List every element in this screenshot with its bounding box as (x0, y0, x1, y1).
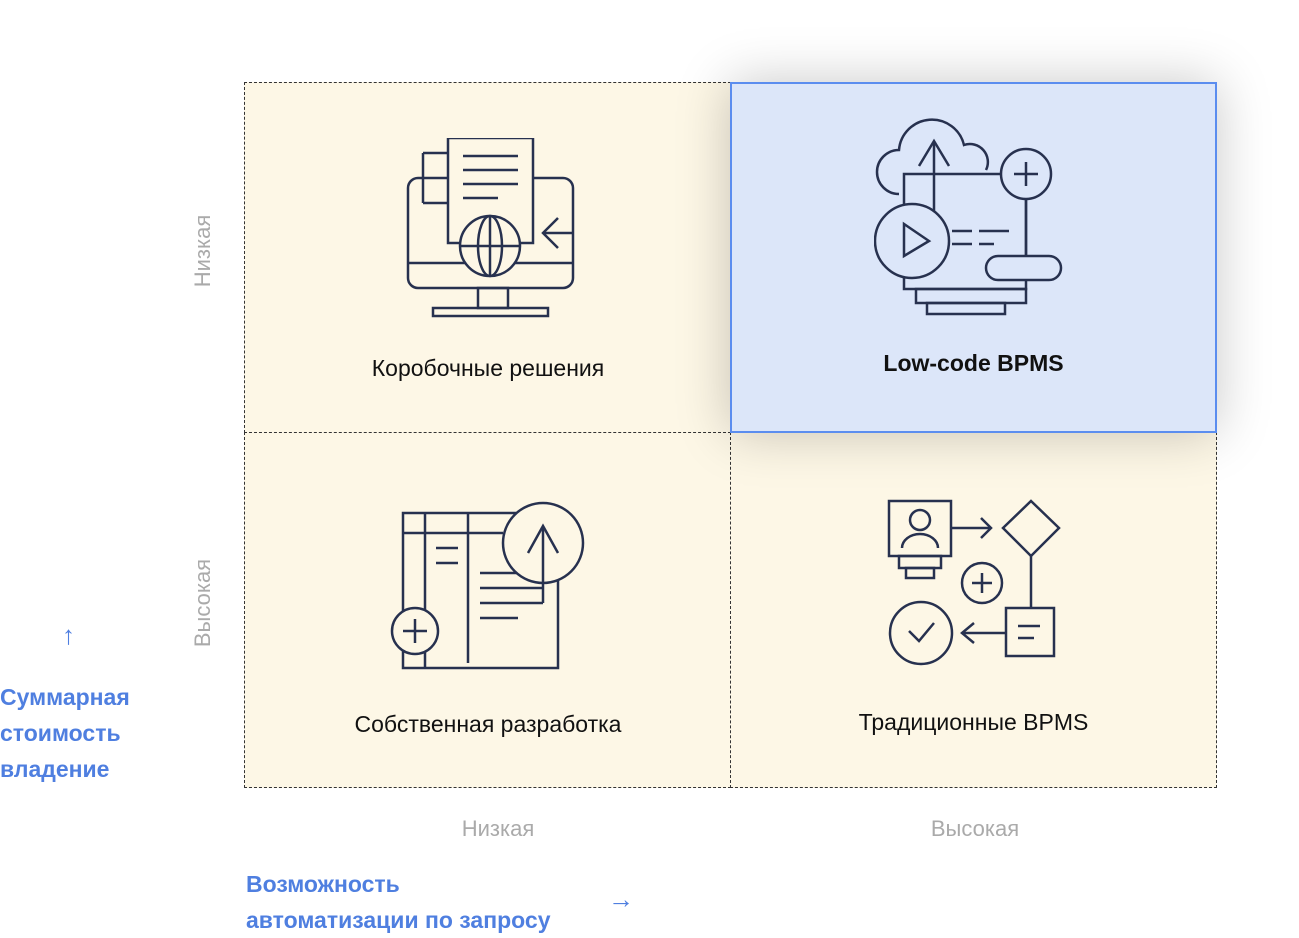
x-axis-title-line: Возможность (246, 871, 400, 897)
quadrant-low-code-bpms: Low-code BPMS (730, 82, 1217, 433)
y-axis-title-line: владение (0, 756, 110, 782)
cloud-app-play-icon (873, 116, 1074, 316)
quadrant-label: Low-code BPMS (883, 350, 1064, 376)
y-tick-high: Высокая (190, 558, 215, 648)
y-axis-title: Суммарная стоимость владение (0, 679, 130, 787)
x-axis-title-line: автоматизации по запросу (246, 907, 551, 933)
y-axis-title-line: стоимость (0, 720, 121, 746)
code-window-upload-icon (388, 498, 588, 673)
x-tick-low: Низкая (461, 816, 535, 841)
monitor-document-globe-icon (398, 138, 578, 318)
y-axis-title-line: Суммарная (0, 684, 130, 710)
y-tick-low: Низкая (190, 214, 215, 288)
quadrant-boxed-solutions: Коробочные решения (244, 82, 731, 433)
quadrant-label: Традиционные BPMS (858, 709, 1089, 735)
y-axis-arrow-icon: ↑ (62, 620, 75, 650)
process-flow-icon (884, 498, 1064, 673)
quadrant-traditional-bpms: Традиционные BPMS (730, 432, 1217, 788)
x-tick-high: Высокая (930, 816, 1020, 841)
quadrant-own-development: Собственная разработка (244, 432, 731, 788)
x-axis-arrow-icon: → (608, 884, 634, 914)
x-axis-title: Возможность автоматизации по запросу (246, 866, 551, 938)
quadrant-label: Собственная разработка (354, 711, 622, 737)
quadrant-label: Коробочные решения (371, 355, 605, 381)
